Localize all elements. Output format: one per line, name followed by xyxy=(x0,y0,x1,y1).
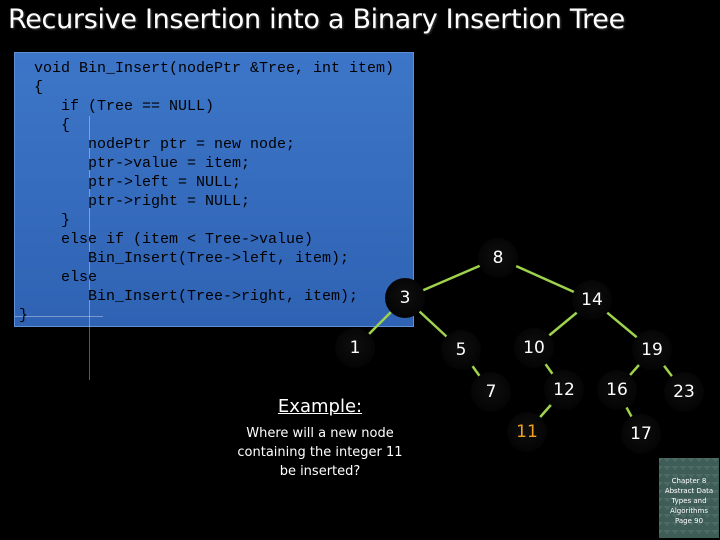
example-line: Where will a new node xyxy=(225,424,415,443)
tree-edge xyxy=(423,266,479,290)
tree-node: 3 xyxy=(385,278,425,318)
tree-edge xyxy=(664,366,672,376)
tree-node: 10 xyxy=(514,328,554,368)
tree-node: 12 xyxy=(544,370,584,410)
badge-line: Algorithms xyxy=(659,506,719,516)
tree-node: 16 xyxy=(597,370,637,410)
badge-line: Types and xyxy=(659,496,719,506)
tree-node-new: 11 xyxy=(507,412,547,452)
tree-node: 14 xyxy=(572,280,612,320)
tree-edge xyxy=(369,312,391,334)
tree-node: 1 xyxy=(335,328,375,368)
tree-edge xyxy=(549,313,576,335)
tree-edge xyxy=(473,366,480,375)
example-line: containing the integer 11 xyxy=(225,443,415,462)
tree-node: 19 xyxy=(632,330,672,370)
tree-edge xyxy=(516,266,573,292)
tree-edge xyxy=(607,313,636,337)
tree-node: 7 xyxy=(471,372,511,412)
badge-line: Page 90 xyxy=(659,516,719,526)
example-question: Where will a new node containing the int… xyxy=(225,424,415,481)
chapter-badge: Chapter 8 Abstract Data Types and Algori… xyxy=(659,458,719,538)
tree-node: 8 xyxy=(478,238,518,278)
tree-node: 5 xyxy=(441,330,481,370)
tree-edge xyxy=(420,312,447,337)
tree-edge xyxy=(627,408,632,417)
tree-node: 23 xyxy=(664,372,704,412)
badge-line: Chapter 8 xyxy=(659,476,719,486)
tree-node: 17 xyxy=(621,414,661,454)
tree-edge xyxy=(540,405,551,417)
tree-edge xyxy=(630,365,639,375)
tree-edge xyxy=(546,364,553,373)
example-heading: Example: xyxy=(220,396,420,417)
badge-line: Abstract Data xyxy=(659,486,719,496)
example-line: be inserted? xyxy=(225,462,415,481)
